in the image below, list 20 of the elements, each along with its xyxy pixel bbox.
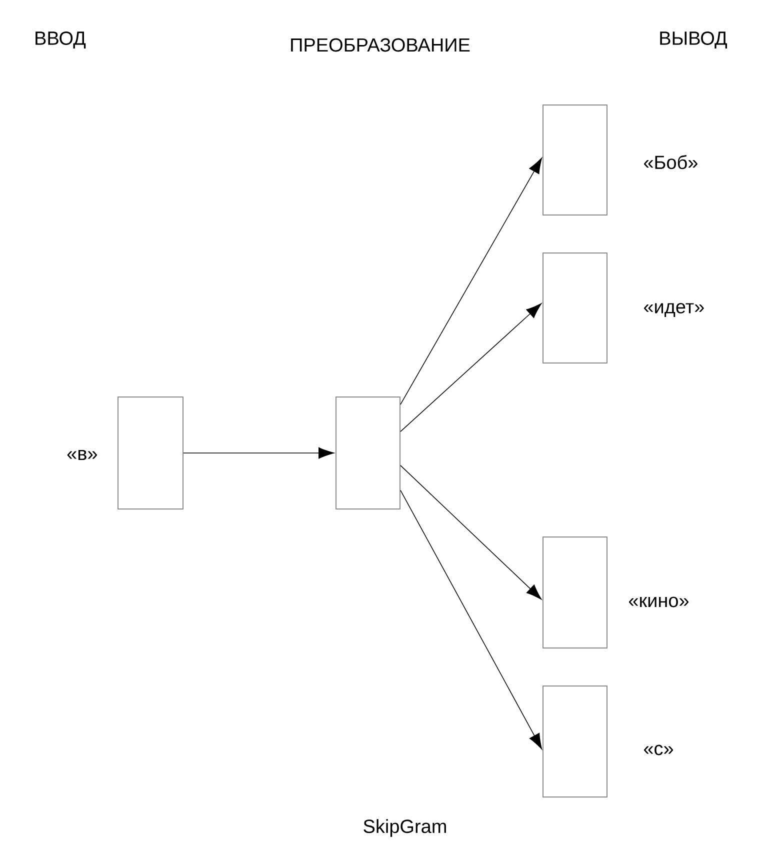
arrow — [400, 490, 542, 750]
caption: SkipGram — [364, 819, 446, 837]
box — [542, 536, 608, 648]
arrow — [400, 158, 542, 405]
box — [542, 104, 608, 216]
box — [336, 396, 400, 510]
arrow — [400, 303, 542, 432]
word-label: «идет» — [644, 303, 704, 317]
box — [118, 396, 184, 510]
column-heading: ВВОД — [36, 31, 86, 49]
word-label: «в» — [67, 450, 97, 460]
box — [542, 686, 608, 798]
arrow — [183, 447, 334, 459]
word-label: «кино» — [628, 596, 689, 608]
column-heading: ПРЕОБРАЗОВАНИЕ — [291, 38, 470, 52]
column-heading: ВЫВОД — [660, 31, 728, 49]
box — [542, 252, 608, 364]
arrow — [400, 465, 542, 600]
word-label: «Боб» — [644, 154, 698, 170]
word-label: «с» — [644, 744, 674, 756]
